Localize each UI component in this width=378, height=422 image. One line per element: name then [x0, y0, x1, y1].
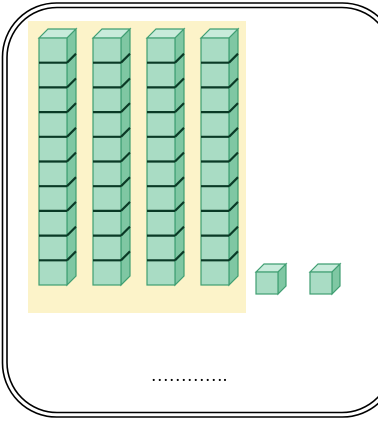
ten-rod	[39, 29, 76, 285]
unit-cube	[256, 264, 286, 294]
cube-front-face	[256, 272, 278, 294]
cube-front-face	[310, 272, 332, 294]
ten-rod	[147, 29, 184, 285]
ten-rod	[201, 29, 238, 285]
ones-cubes	[256, 264, 340, 294]
answer-blank[interactable]: ………….	[0, 366, 378, 384]
ten-rod	[93, 29, 130, 285]
unit-cube	[310, 264, 340, 294]
